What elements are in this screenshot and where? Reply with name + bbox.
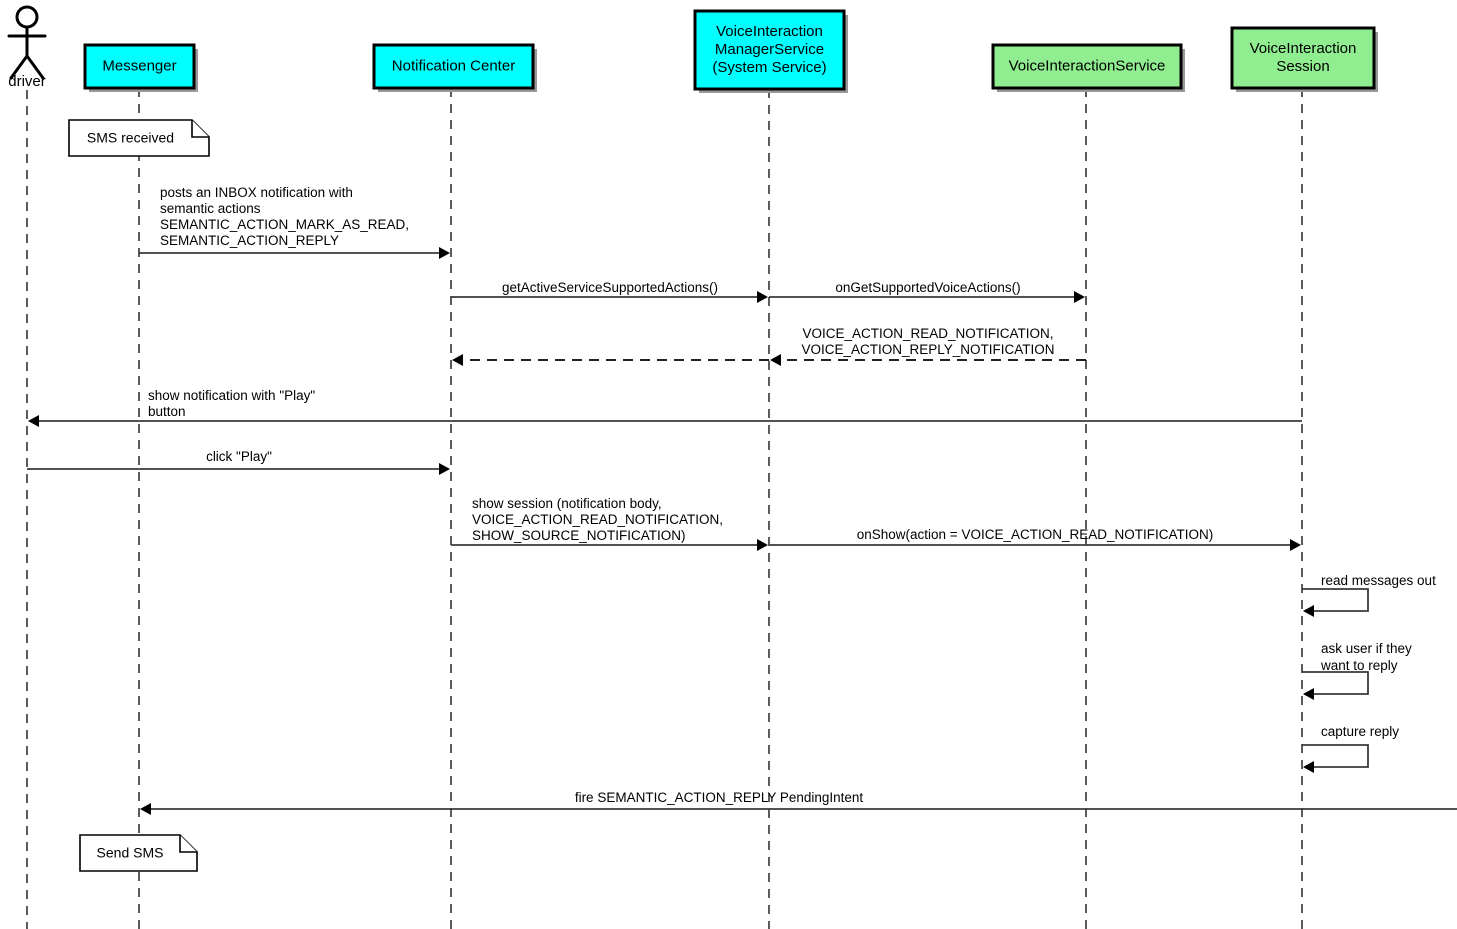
msg-return-voice-actions-to-nc [452, 354, 769, 366]
message-label-line: posts an INBOX notification with [160, 185, 353, 200]
arrow-head-icon [452, 354, 463, 366]
participant-label: Messenger [102, 57, 176, 74]
actor-group: driver [7, 5, 47, 90]
self-message-label-line: ask user if they [1321, 641, 1412, 656]
self-message-label-line: capture reply [1321, 724, 1399, 739]
message-label-line: VOICE_ACTION_READ_NOTIFICATION, [802, 326, 1053, 341]
note-body [68, 119, 210, 157]
note-send-sms: Send SMS [79, 834, 198, 872]
self-message-line [1302, 744, 1369, 768]
self-capture-reply: capture reply [1302, 724, 1399, 773]
arrow-head-icon [770, 354, 781, 366]
participant-label: Session [1276, 58, 1329, 75]
participant-box[interactable] [372, 43, 535, 90]
msg-post-inbox-notification: posts an INBOX notification withsemantic… [139, 185, 450, 259]
msg-show-session: show session (notification body,VOICE_AC… [451, 496, 768, 551]
participant-label: (System Service) [712, 59, 826, 76]
arrow-head-icon [439, 247, 450, 259]
participant-label: VoiceInteractionService [1009, 57, 1166, 74]
arrow-head-icon [140, 803, 151, 815]
arrow-head-icon [1074, 291, 1085, 303]
note-label: Send SMS [97, 845, 164, 861]
participant-box[interactable] [83, 43, 196, 90]
message-label-line: VOICE_ACTION_REPLY_NOTIFICATION [801, 342, 1054, 357]
msg-on-show: onShow(action = VOICE_ACTION_READ_NOTIFI… [769, 527, 1301, 551]
actor-driver[interactable]: driver [7, 5, 47, 90]
self-read-messages-out: read messages out [1302, 573, 1436, 617]
self-message-line [1302, 671, 1369, 695]
msg-click-play: click "Play" [27, 449, 450, 475]
actor-leg-right [25, 54, 45, 80]
message-label-line: semantic actions [160, 201, 261, 216]
participant-label: Notification Center [392, 57, 515, 74]
msg-fire-semantic-action-reply: fire SEMANTIC_ACTION_REPLY PendingIntent [140, 790, 1457, 815]
participant-box[interactable] [991, 43, 1183, 90]
arrow-head-icon [28, 415, 39, 427]
message-label-line: SEMANTIC_ACTION_REPLY [160, 233, 339, 248]
arrow-head-icon [439, 463, 450, 475]
participant-box[interactable] [693, 9, 846, 91]
note-sms-received: SMS received [68, 119, 210, 157]
message-label-line: button [148, 404, 186, 419]
arrow-head-icon [757, 539, 768, 551]
message-label-line: SHOW_SOURCE_NOTIFICATION) [472, 528, 686, 543]
msg-show-notification-with-play: show notification with "Play"button [28, 388, 1302, 427]
arrow-head-icon [757, 291, 768, 303]
participant-notification-center[interactable]: Notification Center [372, 43, 537, 92]
message-label-line: fire SEMANTIC_ACTION_REPLY PendingIntent [575, 790, 864, 805]
self-messages-group: read messages out ask user if they want to… [1302, 573, 1436, 773]
participant-label: VoiceInteraction [716, 23, 823, 40]
self-ask-user-if-reply: ask user if they want to reply [1302, 641, 1412, 700]
note-body [79, 834, 198, 872]
self-message-label-line: want to reply [1320, 658, 1398, 673]
message-label-line: show notification with "Play" [148, 388, 315, 403]
lifelines-group [26, 88, 1303, 929]
message-label-line: onGetSupportedVoiceActions() [835, 280, 1020, 295]
message-label-line: SEMANTIC_ACTION_MARK_AS_READ, [160, 217, 409, 232]
participants-group: Messenger Notification Center VoiceInterac… [83, 9, 1378, 93]
self-message-label-line: read messages out [1321, 573, 1436, 588]
message-label-line: VOICE_ACTION_READ_NOTIFICATION, [472, 512, 723, 527]
message-label-line: onShow(action = VOICE_ACTION_READ_NOTIFI… [857, 527, 1213, 542]
participant-messenger[interactable]: Messenger [83, 43, 198, 92]
message-label-line: show session (notification body, [472, 496, 662, 511]
msg-return-voice-actions: VOICE_ACTION_READ_NOTIFICATION,VOICE_ACT… [770, 326, 1086, 366]
participant-box[interactable] [1230, 26, 1376, 90]
messages-group: posts an INBOX notification withsemantic… [27, 185, 1457, 815]
arrow-head-icon [1303, 761, 1314, 773]
arrow-head-icon [1290, 539, 1301, 551]
note-fold-corner [191, 120, 209, 138]
msg-get-active-service-supported-actions: getActiveServiceSupportedActions() [451, 280, 768, 303]
arrow-head-icon [1303, 605, 1314, 617]
note-label: SMS received [87, 130, 174, 146]
actor-head-icon [15, 5, 39, 29]
note-fold-corner [179, 835, 197, 853]
message-label-line: getActiveServiceSupportedActions() [502, 280, 718, 295]
participant-label: VoiceInteraction [1250, 40, 1357, 57]
self-message-line [1302, 588, 1369, 612]
participant-voice-interaction-service[interactable]: VoiceInteractionService [991, 43, 1185, 92]
actor-label: driver [8, 73, 46, 90]
arrow-head-icon [1303, 688, 1314, 700]
actor-leg-left [9, 54, 29, 80]
message-label-line: click "Play" [206, 449, 272, 464]
msg-on-get-supported-voice-actions: onGetSupportedVoiceActions() [769, 280, 1085, 303]
participant-label: ManagerService [715, 41, 824, 58]
